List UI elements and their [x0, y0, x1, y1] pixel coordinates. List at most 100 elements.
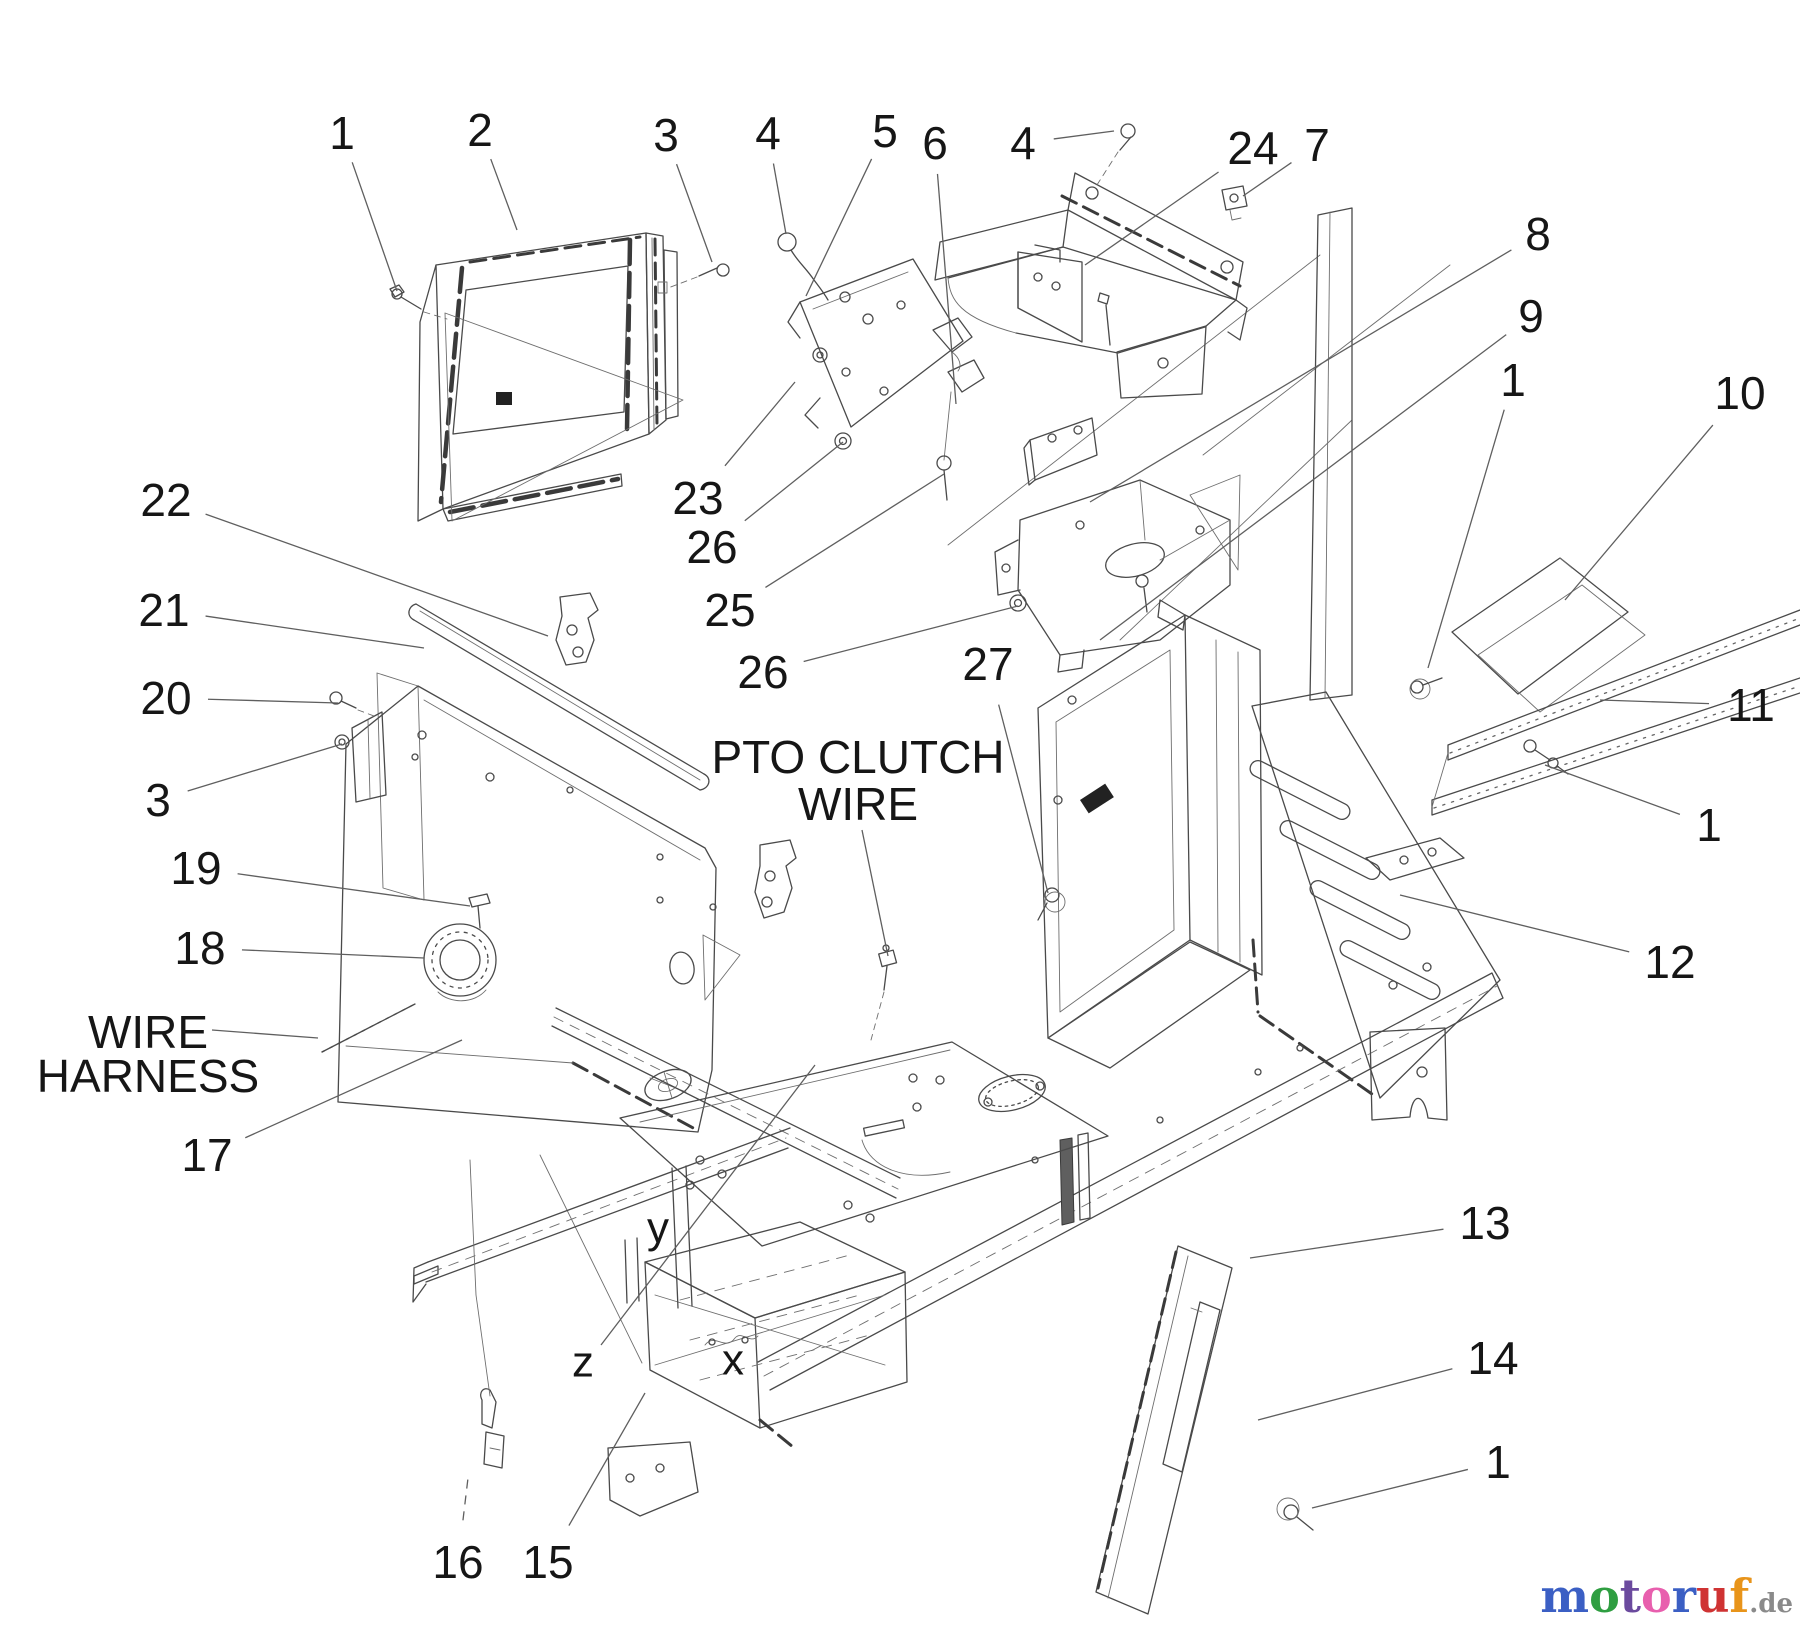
- callout-label-10-12: 10: [1714, 367, 1765, 419]
- leader-line-3-22: [187, 743, 343, 792]
- leader-line-27-30: [998, 704, 1049, 894]
- pto-clutch-wire-leader: [861, 829, 889, 957]
- screw-1a: [389, 284, 448, 320]
- latch-22-left: [555, 592, 599, 666]
- seat-plate: [619, 1041, 1109, 1247]
- datum-x: x: [722, 1336, 744, 1385]
- datum-z-leader: [600, 1064, 816, 1346]
- bolt-19: [468, 893, 491, 929]
- callout-label-15-32: 15: [522, 1536, 573, 1588]
- panel-2-assembly: [417, 232, 684, 522]
- callout-label-4-6: 4: [1010, 117, 1036, 169]
- leader-line-2-1: [490, 158, 518, 231]
- callout-label-3-2: 3: [653, 109, 679, 161]
- leader-line-22-19: [205, 513, 549, 637]
- panel-10: [1451, 557, 1646, 713]
- callout-label-27-30: 27: [962, 638, 1013, 690]
- callout-label-21-20: 21: [138, 584, 189, 636]
- callout-label-4-3: 4: [755, 107, 781, 159]
- leader-line-10-12: [1564, 424, 1714, 601]
- bolt-27: [1037, 887, 1066, 921]
- grommet-18: [423, 923, 497, 1002]
- callout-label-18-24: 18: [174, 922, 225, 974]
- nut-3b: [334, 734, 350, 750]
- leader-line-5-4: [805, 158, 873, 297]
- flag-plate-20: [351, 711, 387, 803]
- side-panel-17: [337, 685, 741, 1133]
- callout-label-25-28: 25: [704, 584, 755, 636]
- screw-1c: [1409, 677, 1443, 700]
- rail-21: [408, 603, 710, 791]
- bolt-4b: [1094, 123, 1136, 189]
- rail-11: [1365, 609, 1800, 881]
- wire-harness-tube: [321, 1003, 416, 1053]
- callout-label-2-1: 2: [467, 104, 493, 156]
- callout-label-8-9: 8: [1525, 208, 1551, 260]
- watermark-text: motoruf.de: [1540, 1569, 1793, 1623]
- wire-harness-line-2: HARNESS: [37, 1050, 259, 1102]
- callout-label-14-17: 14: [1467, 1332, 1518, 1384]
- callout-label-9-10: 9: [1518, 290, 1544, 342]
- callout-label-22-19: 22: [140, 474, 191, 526]
- callout-label-17-25: 17: [181, 1129, 232, 1181]
- leader-line-15-32: [568, 1392, 646, 1526]
- callout-label-23-26: 23: [672, 472, 723, 524]
- pto-clutch-wire-line-2: WIRE: [798, 778, 918, 830]
- leader-line-19-23: [237, 873, 471, 907]
- leader-line-18-24: [241, 949, 425, 959]
- bolt-1e: [1276, 1497, 1314, 1531]
- callout-label-1-18: 1: [1485, 1436, 1511, 1488]
- pto-clutch-wire-line-1: PTO CLUTCH: [711, 731, 1004, 783]
- bracket-6-24: [934, 172, 1248, 399]
- callout-label-7-8: 7: [1304, 119, 1330, 171]
- callout-label-1-14: 1: [1696, 799, 1722, 851]
- callout-label-1-0: 1: [329, 107, 355, 159]
- leader-line-8-9: [1089, 249, 1512, 503]
- leader-line-20-21: [207, 698, 339, 704]
- callout-label-1-11: 1: [1500, 354, 1526, 406]
- chassis-frame: [412, 972, 1504, 1517]
- nut-26b: [1009, 594, 1027, 612]
- leader-line-12-15: [1399, 894, 1630, 953]
- nut-7: [1221, 185, 1248, 221]
- leader-line-4-3: [772, 163, 787, 235]
- console-27: [1037, 599, 1263, 1069]
- callout-label-13-16: 13: [1459, 1197, 1510, 1249]
- callout-label-12-15: 12: [1644, 936, 1695, 988]
- leader-line-26-27: [744, 441, 844, 522]
- leader-line-17-25: [245, 1039, 463, 1139]
- leader-line-3-2: [675, 163, 713, 263]
- leader-line-25-28: [765, 473, 945, 589]
- rear-panel: [1309, 207, 1353, 701]
- wire-harness-leader: [211, 1029, 319, 1039]
- bolt-20: [329, 691, 375, 717]
- leader-line-16-31: [462, 1477, 469, 1521]
- leader-line-4-6: [1053, 130, 1115, 140]
- watermark-logo: motoruf.de: [1540, 1569, 1793, 1623]
- callout-label-26-29: 26: [737, 646, 788, 698]
- callout-label-16-31: 16: [432, 1536, 483, 1588]
- pto-connector: [870, 944, 898, 1041]
- leader-line-14-17: [1257, 1368, 1453, 1421]
- callout-label-19-23: 19: [170, 842, 221, 894]
- leader-line-21-20: [205, 615, 425, 649]
- leader-line-24-7: [1084, 171, 1219, 266]
- callout-label-24-7: 24: [1227, 122, 1278, 174]
- leader-line-26-29: [803, 605, 1019, 663]
- datum-y: y: [647, 1204, 669, 1253]
- nut-26a: [834, 432, 852, 450]
- callout-label-3-22: 3: [145, 774, 171, 826]
- callout-label-6-5: 6: [922, 117, 948, 169]
- leader-line-1-18: [1311, 1468, 1469, 1509]
- bracket-8-9: [994, 417, 1241, 673]
- latch-22-right: [754, 839, 797, 919]
- leader-line-1-11: [1427, 409, 1505, 669]
- callout-label-26-27: 26: [686, 521, 737, 573]
- callout-label-20-21: 20: [140, 672, 191, 724]
- leader-line-6-5: [936, 173, 957, 405]
- leader-line-7-8: [1242, 162, 1292, 197]
